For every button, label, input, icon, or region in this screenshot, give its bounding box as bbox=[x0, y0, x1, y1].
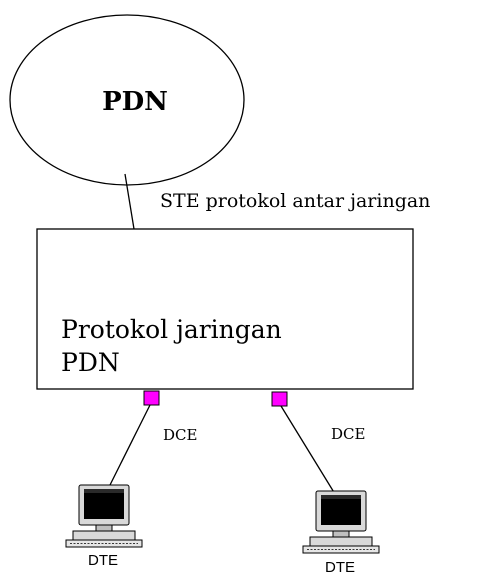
dce-line-left bbox=[108, 404, 151, 488]
dce-label-right: DCE bbox=[331, 425, 365, 443]
ste-link-label: STE protokol antar jaringan bbox=[160, 190, 430, 212]
dce-port-right bbox=[271, 391, 288, 407]
dce-line-right bbox=[280, 405, 336, 495]
dce-port-left bbox=[143, 390, 160, 406]
computer-terminal-icon bbox=[302, 490, 380, 554]
pdn-label: PDN bbox=[102, 87, 168, 117]
computer-terminal-icon bbox=[65, 484, 143, 548]
protocol-box-rect bbox=[36, 228, 414, 390]
protocol-box-line1: Protokol jaringan bbox=[61, 315, 282, 344]
ste-link-line bbox=[124, 173, 135, 230]
pdn-cloud: PDN bbox=[9, 14, 245, 186]
dte-label-right: DTE bbox=[325, 559, 355, 574]
dce-label-left: DCE bbox=[163, 426, 197, 444]
dte-label-left: DTE bbox=[88, 552, 118, 569]
protocol-box-line2: PDN bbox=[61, 348, 120, 377]
protocol-box: Protokol jaringan PDN bbox=[36, 228, 414, 390]
